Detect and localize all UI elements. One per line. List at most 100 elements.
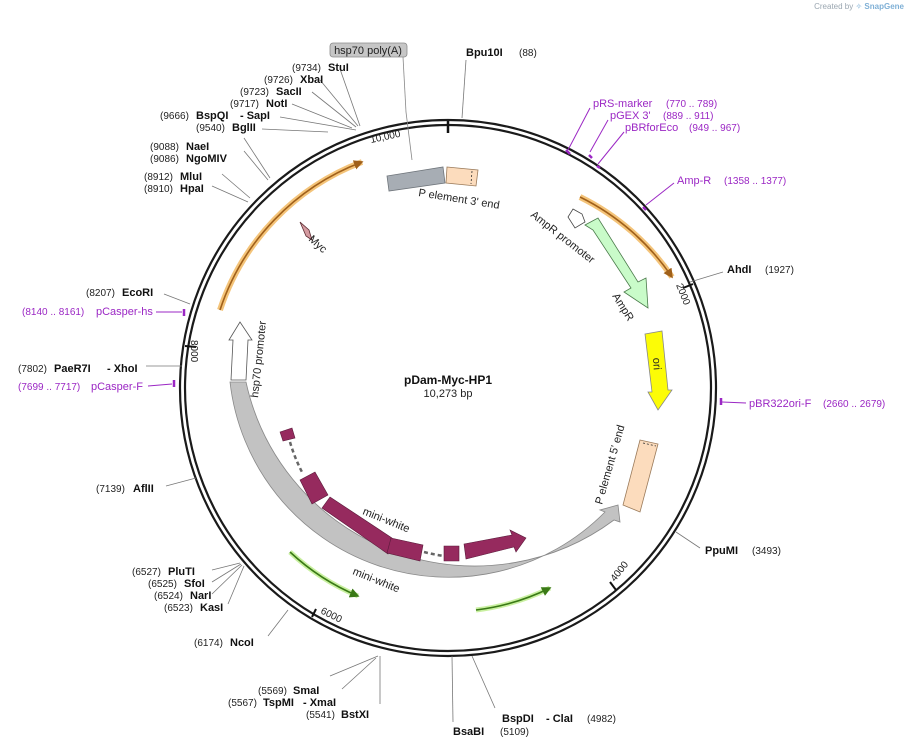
- exon-1: [279, 427, 296, 442]
- hsp70-promoter-arrow: [228, 321, 253, 381]
- enzyme-xbai-pos: (9726): [264, 75, 293, 86]
- enzyme-kasi-name[interactable]: KasI: [200, 602, 223, 614]
- hsp70-polya-tag-box[interactable]: [329, 42, 408, 58]
- enzyme-sapi-name[interactable]: - SapI: [240, 110, 270, 122]
- enzyme-ngomiv-pos: (9086): [150, 154, 179, 165]
- enzyme-bstxi-pos: (5541): [306, 710, 335, 721]
- miniwhite-green-arc-1: [289, 551, 360, 598]
- enzyme-bpu10i-name[interactable]: Bpu10I: [466, 47, 503, 59]
- enzyme-bspqi-name[interactable]: BspQI: [196, 110, 228, 122]
- tick-2000: [682, 283, 694, 289]
- primer-pbr322-name[interactable]: pBR322ori-F: [749, 398, 812, 410]
- enzyme-kasi-pos: (6523): [164, 603, 193, 614]
- exon-2: [299, 471, 329, 505]
- enzyme-stui-name[interactable]: StuI: [328, 62, 349, 74]
- primer-pgex-pos: (889 .. 911): [663, 111, 713, 122]
- primer-pbrforeco-pos: (949 .. 967): [689, 123, 740, 134]
- p3-grey-segment: [386, 166, 446, 192]
- primer-ampr-name[interactable]: Amp-R: [677, 175, 711, 187]
- primer-pbrforeco-name[interactable]: pBRforEco: [625, 122, 678, 134]
- enzyme-aflii-pos: (7139): [96, 484, 125, 495]
- enzyme-bglii-pos: (9540): [196, 123, 225, 134]
- enzyme-bsabi-name[interactable]: BsaBI: [453, 726, 484, 738]
- enzyme-bstxi-name[interactable]: BstXI: [341, 709, 369, 721]
- primer-pbr322-pos: (2660 .. 2679): [823, 399, 885, 410]
- enzyme-naei-name[interactable]: NaeI: [186, 141, 209, 153]
- enzyme-nari-name[interactable]: NarI: [190, 590, 211, 602]
- enzyme-mlui-pos: (8912): [144, 172, 173, 183]
- tick-6000: [311, 608, 317, 618]
- hsp70-label: hsp70 promoter: [249, 320, 269, 398]
- miniwhite-green-glow-1: [288, 550, 359, 599]
- intron-1: [288, 441, 305, 475]
- amp-region-arc: [579, 196, 673, 279]
- miniwhite-grey-arc: [229, 381, 621, 578]
- enzyme-naei-pos: (9088): [150, 142, 179, 153]
- hsp70-polya-tag-label: hsp70 poly(A): [334, 45, 402, 57]
- enzyme-sacii-pos: (9723): [240, 87, 269, 98]
- tick-label-8000: 8000: [188, 340, 199, 363]
- enzyme-sacii-name[interactable]: SacII: [276, 86, 302, 98]
- p5-label: P element 5' end: [593, 424, 627, 506]
- primer-leaders: [147, 107, 747, 404]
- primer-pcasperhs-name[interactable]: pCasper-hs: [96, 306, 153, 318]
- primer-pcasperf-name[interactable]: pCasper-F: [91, 381, 143, 393]
- primer-ampr-pos: (1358 .. 1377): [724, 176, 786, 187]
- plasmid-length: 10,273 bp: [424, 388, 473, 400]
- primer-pcasperf-pos: (7699 .. 7717): [18, 382, 80, 393]
- ori-arrow: [644, 330, 673, 411]
- enzyme-bspdi-name[interactable]: BspDI: [502, 713, 534, 725]
- enzyme-ppumi-name[interactable]: PpuMI: [705, 545, 738, 557]
- enzyme-ncoi-name[interactable]: NcoI: [230, 637, 254, 649]
- enzyme-stui-pos: (9734): [292, 63, 321, 74]
- enzyme-tspmi-name[interactable]: TspMI: [263, 697, 294, 709]
- enzyme-ngomiv-name[interactable]: NgoMIV: [186, 153, 228, 165]
- app-name: SnapGene: [864, 2, 904, 11]
- enzyme-ecori-name[interactable]: EcoRI: [122, 287, 153, 299]
- enzyme-bpu10i-pos: (88): [519, 48, 537, 59]
- enzyme-pluti-pos: (6527): [132, 567, 161, 578]
- enzyme-aflii-name[interactable]: AflII: [133, 483, 154, 495]
- primer-marks: [172, 149, 723, 405]
- tick-4000: [609, 581, 617, 591]
- intron-2: [423, 550, 445, 558]
- ampr-promoter-shape: [567, 208, 586, 229]
- enzyme-bglii-name[interactable]: BglII: [232, 122, 256, 134]
- p3-peach-segment: [445, 166, 479, 187]
- snapgene-credit: Created by ✧ SnapGene: [814, 2, 904, 11]
- enzyme-paer7i-pos: (7802): [18, 364, 47, 375]
- primer-prs-name[interactable]: pRS-marker: [593, 98, 653, 110]
- enzyme-xhoi-name[interactable]: - XhoI: [107, 363, 138, 375]
- enzyme-smai-name[interactable]: SmaI: [293, 685, 319, 697]
- enzyme-nari-pos: (6524): [154, 591, 183, 602]
- myc-arrow: [299, 221, 313, 241]
- enzyme-sfoi-name[interactable]: SfoI: [184, 578, 205, 590]
- enzyme-ahdi-pos: (1927): [765, 265, 794, 276]
- primer-pgex-name[interactable]: pGEX 3': [610, 110, 651, 122]
- primer-pcasperhs-pos: (8140 .. 8161): [22, 307, 84, 318]
- enzyme-xmai-name[interactable]: - XmaI: [303, 697, 336, 709]
- enzyme-xbai-name[interactable]: XbaI: [300, 74, 323, 86]
- enzyme-paer7i-name[interactable]: PaeR7I: [54, 363, 91, 375]
- enzyme-ahdi-name[interactable]: AhdI: [727, 264, 751, 276]
- enzyme-leaders: [146, 59, 724, 723]
- exon-4: [386, 537, 424, 562]
- tick-8000: [184, 345, 197, 348]
- plasmid-name: pDam-Myc-HP1: [404, 373, 492, 387]
- enzyme-noti-pos: (9717): [230, 99, 259, 110]
- miniwhite-green-glow-2: [475, 585, 552, 613]
- enzyme-clai-name[interactable]: - ClaI: [546, 713, 573, 725]
- enzyme-bsabi-pos: (5109): [500, 727, 529, 738]
- enzyme-hpai-name[interactable]: HpaI: [180, 183, 204, 195]
- left-region-glow: [217, 159, 364, 311]
- enzyme-tspmi-pos: (5567): [228, 698, 257, 709]
- credit-text: Created by: [814, 2, 854, 11]
- enzyme-smai-pos: (5569): [258, 686, 287, 697]
- enzyme-ncoi-pos: (6174): [194, 638, 223, 649]
- enzyme-pluti-name[interactable]: PluTI: [168, 566, 195, 578]
- enzyme-noti-name[interactable]: NotI: [266, 98, 287, 110]
- primer-prs-pos: (770 .. 789): [666, 99, 717, 110]
- enzyme-mlui-name[interactable]: MluI: [180, 171, 202, 183]
- enzyme-sfoi-pos: (6525): [148, 579, 177, 590]
